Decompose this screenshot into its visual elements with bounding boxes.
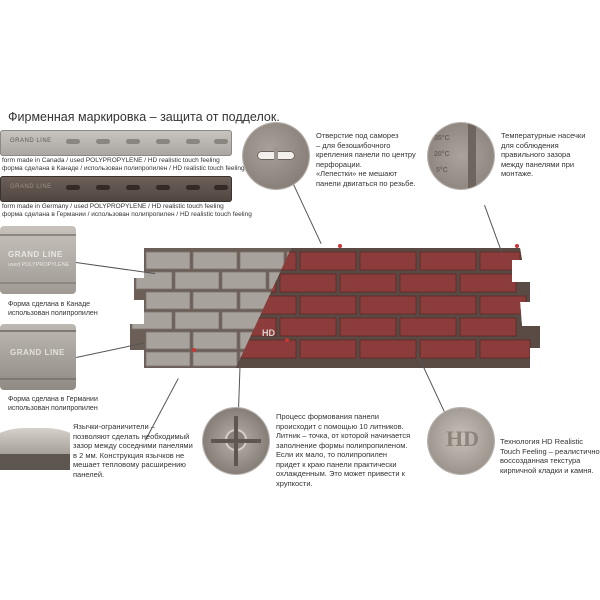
screw-hole-circle — [243, 123, 309, 189]
sample-germany-label: Форма сделана в Германии использован пол… — [8, 396, 98, 412]
hd-logo: HD — [446, 426, 479, 451]
tabs-image — [0, 414, 70, 474]
marker-dot — [515, 244, 519, 248]
marker-dot — [192, 348, 196, 352]
tabs-text: Язычки-ограничители – позволяют сделать … — [73, 422, 193, 479]
temperature-marks-text: Температурные насечки для соблюдения пра… — [501, 131, 586, 178]
strip-brand: GRAND LINE — [10, 184, 52, 190]
sample-germany-image: GRAND LINE — [0, 324, 76, 390]
molding-gate-circle — [203, 408, 269, 474]
strip-brand: GRAND LINE — [10, 138, 52, 144]
molding-text: Процесс формования панели происходит с п… — [276, 412, 411, 488]
hd-text: Технология HD Realistic Touch Feeling – … — [500, 437, 600, 475]
brick-panel: HD — [130, 240, 550, 370]
screw-hole-text: Отверстие под саморез – для безошибочног… — [316, 131, 416, 188]
sample-canada-label: Форма сделана в Канаде использован полип… — [8, 301, 98, 317]
marking-strip-canada: GRAND LINE — [0, 130, 232, 156]
page-title: Фирменная маркировка – защита от поддело… — [8, 110, 280, 124]
hd-texture-circle: HD — [428, 408, 494, 474]
panel-hd-mark: HD — [262, 328, 275, 338]
sample-canada-image: GRAND LINE used POLYPROPYLENE — [0, 226, 76, 294]
temperature-marks-circle: 35°C 20°C 5°C — [428, 123, 494, 189]
marking-strip-germany: GRAND LINE — [0, 176, 232, 202]
brick-panel-graphic — [130, 248, 540, 368]
marker-dot — [285, 338, 289, 342]
caption-germany: form made in Germany / used POLYPROPYLEN… — [2, 203, 252, 218]
caption-canada: form made in Canada / used POLYPROPYLENE… — [2, 157, 245, 172]
marker-dot — [338, 244, 342, 248]
